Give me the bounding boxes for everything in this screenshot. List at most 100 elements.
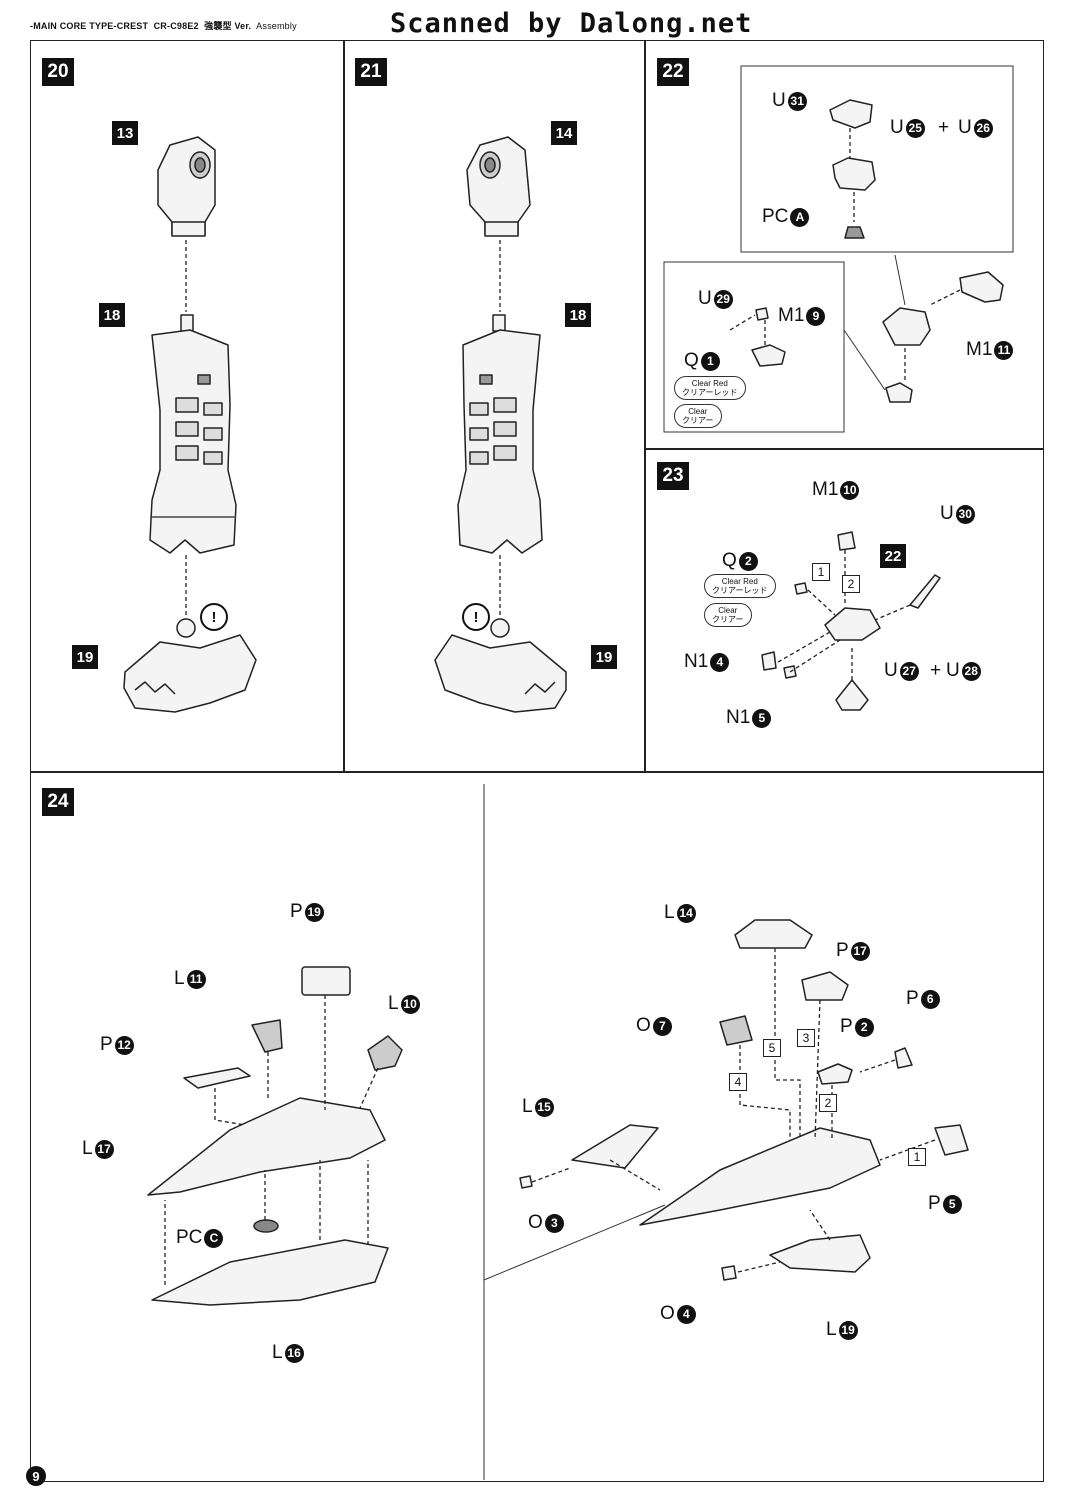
part-p12 bbox=[183, 1067, 251, 1089]
part-tag-13: 13 bbox=[112, 121, 138, 145]
part-l16 bbox=[151, 1239, 389, 1306]
sequence-marker-4: 4 bbox=[729, 1073, 747, 1091]
torso-part-18 bbox=[457, 314, 543, 554]
step-number-22: 22 bbox=[657, 58, 689, 86]
part-tag-18: 18 bbox=[99, 303, 125, 327]
step-number-21: 21 bbox=[355, 58, 387, 86]
page-header: -MAIN CORE TYPE-CREST CR-C98E2 強襲型 Ver. … bbox=[30, 19, 297, 32]
part-u29 bbox=[755, 307, 769, 321]
base-part-19 bbox=[123, 618, 257, 713]
caution-icon: ! bbox=[200, 603, 228, 631]
page-number: 9 bbox=[26, 1466, 46, 1486]
sequence-marker-2: 2 bbox=[842, 575, 860, 593]
part-u31 bbox=[829, 99, 873, 129]
detail-box bbox=[740, 65, 1014, 253]
head-part-14 bbox=[466, 136, 531, 237]
header-title: -MAIN CORE TYPE-CREST bbox=[30, 21, 149, 31]
part-tag-19: 19 bbox=[591, 645, 617, 669]
part-l15 bbox=[571, 1124, 659, 1169]
caution-icon: ! bbox=[462, 603, 490, 631]
watermark-text: Scanned by Dalong.net bbox=[390, 8, 753, 39]
part-m1-9 bbox=[751, 344, 786, 367]
part-tag-18: 18 bbox=[565, 303, 591, 327]
sequence-marker-5: 5 bbox=[763, 1039, 781, 1057]
part-step23-assembly bbox=[824, 607, 881, 641]
part-u30 bbox=[909, 574, 941, 609]
sequence-marker-3: 3 bbox=[797, 1029, 815, 1047]
part-step24-assembly bbox=[639, 1127, 881, 1226]
header-section: Assembly bbox=[256, 21, 297, 31]
torso-part-18 bbox=[149, 314, 237, 554]
sequence-marker-2: 2 bbox=[819, 1094, 837, 1112]
sequence-marker-1: 1 bbox=[812, 563, 830, 581]
part-u27-u28 bbox=[835, 679, 869, 711]
detail-box bbox=[663, 261, 845, 433]
part-o7 bbox=[719, 1015, 753, 1046]
part-label-plus: + bbox=[938, 117, 950, 138]
header-variant: 強襲型 Ver. bbox=[204, 21, 252, 31]
step-number-23: 23 bbox=[657, 462, 689, 490]
part-l17 bbox=[147, 1097, 386, 1196]
part-m1-11 bbox=[959, 271, 1004, 303]
part-o4 bbox=[721, 1265, 737, 1281]
part-u25-u26 bbox=[832, 157, 876, 191]
divider bbox=[644, 448, 1044, 450]
step-number-24: 24 bbox=[42, 788, 74, 816]
page-frame bbox=[30, 40, 1044, 1482]
base-part-19 bbox=[434, 618, 567, 713]
divider bbox=[644, 40, 646, 772]
part-tag-19: 19 bbox=[72, 645, 98, 669]
part-o3 bbox=[519, 1175, 533, 1189]
part-subassembly bbox=[885, 382, 913, 403]
part-l11 bbox=[251, 1019, 283, 1053]
head-part-13 bbox=[157, 136, 216, 237]
part-p6 bbox=[894, 1047, 913, 1069]
part-p19 bbox=[301, 966, 351, 996]
sequence-marker-1: 1 bbox=[908, 1148, 926, 1166]
divider bbox=[343, 40, 345, 772]
part-l19 bbox=[769, 1234, 871, 1273]
part-pc-c bbox=[253, 1219, 279, 1233]
part-p5 bbox=[934, 1124, 969, 1156]
part-m1-10 bbox=[837, 531, 856, 551]
part-step22-assembly bbox=[882, 307, 931, 346]
part-label-plus: + bbox=[930, 660, 942, 681]
header-model: CR-C98E2 bbox=[153, 21, 199, 31]
part-p17 bbox=[801, 971, 849, 1001]
